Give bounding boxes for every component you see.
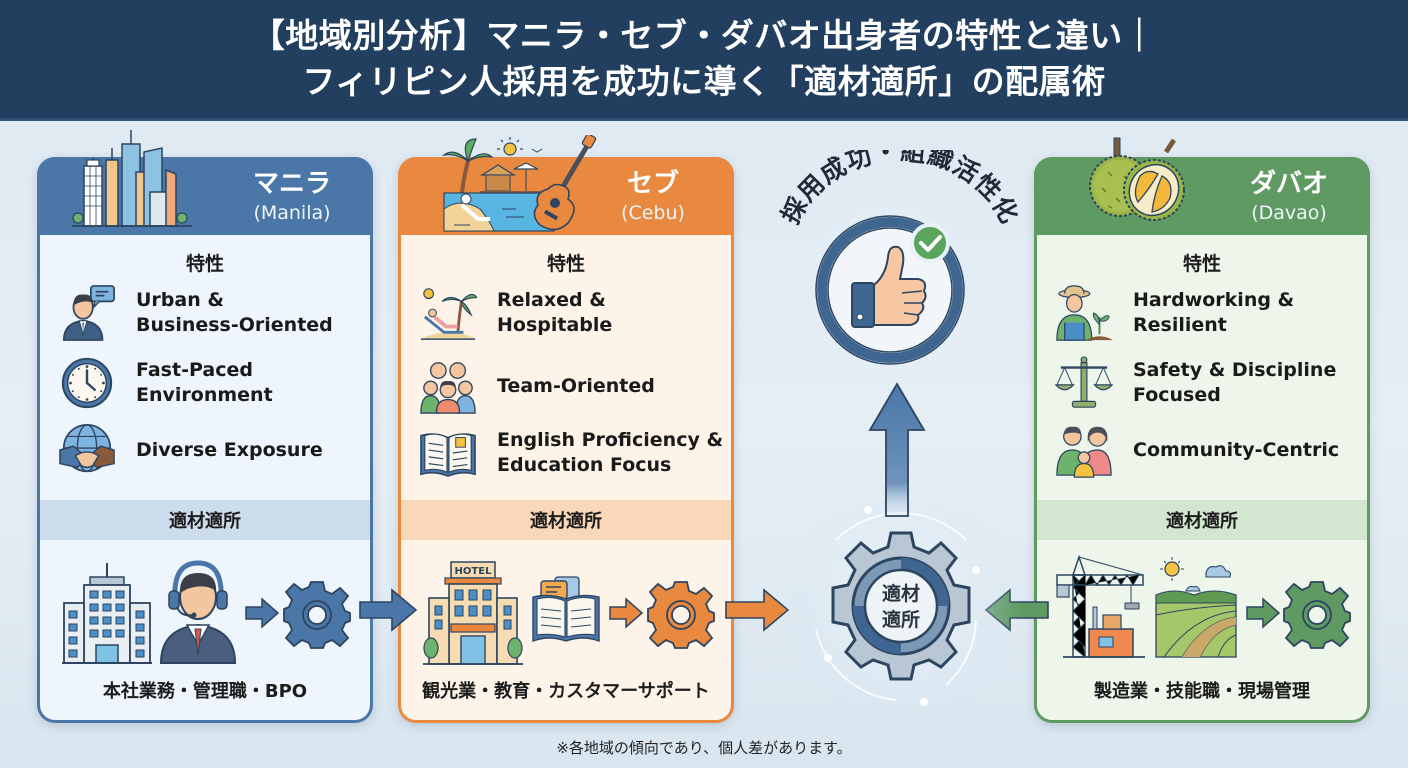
region-header-davao: ダバオ (Davao) bbox=[1034, 157, 1370, 235]
trait-line1: Fast-Paced bbox=[136, 359, 253, 381]
trait-item: Community-Centric bbox=[1037, 420, 1367, 480]
fit-illustration-row: HOTEL bbox=[401, 555, 731, 675]
durian-icon bbox=[1089, 137, 1185, 221]
traits-heading: 特性 bbox=[546, 253, 585, 275]
fit-roles: 本社業務・管理職・BPO bbox=[102, 681, 308, 702]
team-people-icon bbox=[420, 362, 476, 414]
fit-heading: 適材適所 bbox=[401, 500, 731, 540]
success-label-text: 採用成功・組織活性化 bbox=[776, 150, 1024, 229]
footnote: ※各地域の傾向であり、個人差があります。 bbox=[556, 739, 852, 757]
gear-icon bbox=[283, 581, 351, 649]
farmer-icon bbox=[1056, 285, 1113, 341]
family-icon bbox=[1056, 426, 1112, 478]
region-body-cebu: 特性 Relaxed & Hospitable bbox=[401, 235, 731, 720]
region-name: ダバオ bbox=[1249, 169, 1328, 199]
arrow-right-icon bbox=[1246, 597, 1281, 629]
fit-heading: 適材適所 bbox=[1037, 500, 1367, 540]
trait-line1: Safety & Discipline bbox=[1133, 359, 1337, 381]
trait-line2: Resilient bbox=[1133, 314, 1227, 336]
region-body-davao: 特性 Hardworking & Resilient bbox=[1037, 235, 1367, 720]
trait-line2: Hospitable bbox=[497, 314, 613, 336]
book-chat-icon bbox=[532, 576, 600, 643]
page-title-line2: フィリピン人採用を成功に導く「適材適所」の配属術 bbox=[302, 62, 1106, 101]
traits-heading: 特性 bbox=[185, 253, 224, 275]
arrow-cebu-to-center-icon bbox=[725, 588, 790, 632]
region-name: マニラ bbox=[252, 169, 331, 199]
farmland-icon bbox=[1155, 557, 1237, 658]
arrow-up-icon bbox=[868, 382, 926, 517]
office-building-icon bbox=[62, 563, 152, 664]
fit-illustration-row bbox=[40, 555, 370, 675]
fit-roles: 観光業・教育・カスタマーサポート bbox=[422, 681, 710, 702]
success-thumbs-up-icon bbox=[808, 208, 972, 372]
trait-item: Urban & Business-Oriented bbox=[40, 283, 370, 343]
trait-line1: Relaxed & bbox=[497, 289, 606, 311]
trait-line2: Focused bbox=[1133, 384, 1221, 406]
scales-icon bbox=[1055, 356, 1113, 408]
trait-item: Hardworking & Resilient bbox=[1037, 283, 1367, 343]
page-title-line1: 【地域別分析】マニラ・セブ・ダバオ出身者の特性と違い｜ bbox=[251, 16, 1157, 55]
fit-heading: 適材適所 bbox=[40, 500, 370, 540]
trait-item: Relaxed & Hospitable bbox=[401, 283, 731, 343]
trait-item: Diverse Exposure bbox=[40, 420, 370, 480]
fit-roles: 製造業・技能職・現場管理 bbox=[1094, 681, 1310, 702]
region-name: セブ bbox=[626, 169, 679, 199]
trait-item: Team-Oriented bbox=[401, 356, 731, 416]
region-body-manila: 特性 Urban & Business-Oriented bbox=[40, 235, 370, 720]
region-card-manila: マニラ (Manila) 特性 Urban & Business-Oriente… bbox=[37, 157, 373, 723]
open-book-icon bbox=[420, 433, 476, 478]
trait-line1: English Proficiency & bbox=[497, 429, 724, 451]
trait-line2: Education Focus bbox=[497, 454, 672, 476]
trait-line2: Business-Oriented bbox=[136, 314, 333, 336]
region-name-en: (Cebu) bbox=[621, 202, 685, 224]
arrow-right-icon bbox=[245, 597, 280, 629]
center-gear-line2: 適所 bbox=[882, 608, 920, 631]
crane-factory-icon bbox=[1056, 555, 1145, 658]
beach-lounger-icon bbox=[420, 288, 477, 340]
city-skyline-icon bbox=[72, 130, 192, 227]
region-name-en: (Davao) bbox=[1251, 202, 1327, 224]
trait-line2: Environment bbox=[136, 384, 273, 406]
arrow-right-icon bbox=[609, 597, 644, 629]
call-center-agent-icon bbox=[159, 560, 237, 664]
region-card-davao: ダバオ (Davao) 特性 Hardworking & Resilient bbox=[1034, 157, 1370, 723]
trait-line1: Hardworking & bbox=[1133, 289, 1295, 311]
success-label: 採用成功・組織活性化 bbox=[776, 150, 1025, 229]
fit-illustration-row bbox=[1037, 555, 1367, 675]
hotel-building-icon: HOTEL bbox=[423, 561, 523, 665]
trait-line1: Urban & bbox=[136, 289, 224, 311]
trait-item: Safety & Discipline Focused bbox=[1037, 353, 1367, 413]
hotel-sign-text: HOTEL bbox=[455, 566, 493, 577]
trait-item: English Proficiency & Education Focus bbox=[401, 423, 731, 483]
trait-item: Fast-Paced Environment bbox=[40, 353, 370, 413]
trait-line1: Diverse Exposure bbox=[136, 438, 323, 461]
page-header: 【地域別分析】マニラ・セブ・ダバオ出身者の特性と違い｜ フィリピン人採用を成功に… bbox=[0, 0, 1408, 121]
center-gear-line1: 適材 bbox=[882, 582, 920, 605]
globe-handshake-icon bbox=[59, 423, 115, 473]
gear-icon bbox=[1283, 581, 1351, 649]
businessman-chat-icon bbox=[62, 285, 115, 341]
trait-line1: Team-Oriented bbox=[497, 374, 655, 397]
arrow-manila-to-cebu-icon bbox=[359, 588, 418, 632]
region-card-cebu: セブ (Cebu) 特性 Relaxed & Hospitable bbox=[398, 157, 734, 723]
region-name-en: (Manila) bbox=[253, 202, 331, 224]
trait-line1: Community-Centric bbox=[1133, 438, 1340, 461]
traits-heading: 特性 bbox=[1182, 253, 1221, 275]
center-gear-icon: 適材 適所 bbox=[779, 483, 1023, 727]
beach-guitar-icon bbox=[441, 135, 597, 232]
svg-text:採用成功・組織活性化: 採用成功・組織活性化 bbox=[776, 150, 1025, 229]
gear-icon bbox=[647, 581, 715, 649]
clock-icon bbox=[61, 357, 113, 409]
